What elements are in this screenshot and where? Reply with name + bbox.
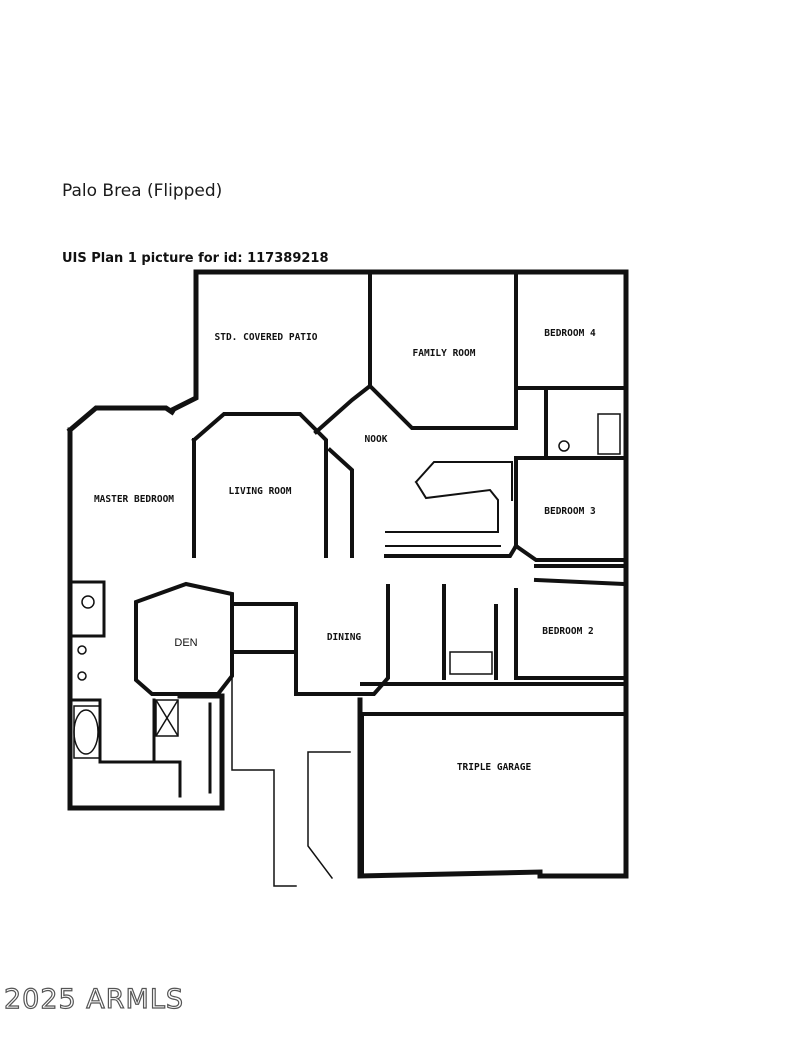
- den-wall: [134, 581, 234, 696]
- garage-wall: [360, 682, 626, 878]
- toilet: [558, 440, 570, 452]
- interior-wall: [313, 272, 626, 548]
- family-room-label: FAMILY ROOM: [413, 348, 476, 359]
- bathtub: [597, 413, 621, 455]
- interior-wall: [191, 412, 519, 558]
- sink: [77, 671, 87, 681]
- dining-label: DINING: [327, 632, 362, 643]
- den-label: DEN: [174, 637, 197, 649]
- closet: [155, 699, 179, 737]
- plan-caption: UIS Plan 1 picture for id: 117389218: [62, 251, 329, 266]
- kitchen-counter: [385, 461, 513, 547]
- bathtub: [73, 709, 99, 755]
- garage-label: TRIPLE GARAGE: [457, 762, 532, 773]
- sink: [77, 645, 87, 655]
- interior-wall: [442, 543, 627, 680]
- master-bedroom-label: MASTER BEDROOM: [94, 494, 174, 505]
- bathtub: [449, 651, 493, 675]
- bathtub: [73, 705, 101, 759]
- bedroom3-label: BEDROOM 3: [544, 506, 596, 517]
- page-title: Palo Brea (Flipped): [62, 181, 223, 201]
- nook-label: NOOK: [365, 434, 388, 445]
- closet: [155, 699, 179, 737]
- toilet: [81, 595, 95, 609]
- bedroom2-label: BEDROOM 2: [542, 626, 593, 637]
- interior-wall: [70, 580, 212, 798]
- interior-wall: [230, 584, 390, 696]
- walkway: [231, 675, 351, 887]
- watermark: 2025 ARMLS: [3, 983, 185, 1015]
- patio-label: STD. COVERED PATIO: [215, 332, 318, 343]
- exterior-wall: [66, 269, 629, 879]
- living-room-label: LIVING ROOM: [229, 486, 292, 497]
- bedroom4-label: BEDROOM 4: [544, 328, 596, 339]
